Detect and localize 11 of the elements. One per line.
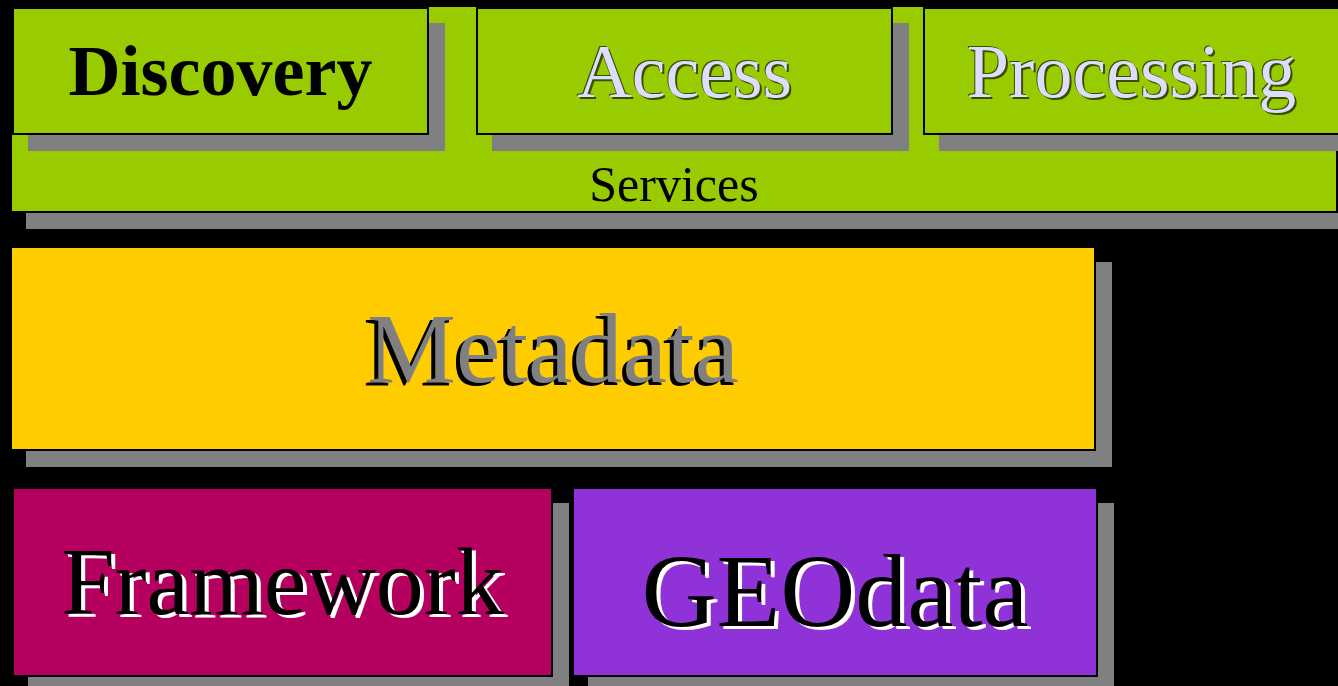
service-box (923, 7, 1338, 135)
box-label: Framework (61, 534, 504, 630)
box-label: Metadata (367, 298, 739, 399)
band-label: Services (589, 159, 759, 209)
layer-box (10, 246, 1096, 451)
service-box (12, 7, 429, 135)
layer-box (572, 487, 1098, 677)
layer-box (12, 487, 553, 677)
service-box (476, 7, 893, 135)
box-label: Access (576, 33, 793, 109)
box-label: GEOdata (641, 539, 1029, 643)
